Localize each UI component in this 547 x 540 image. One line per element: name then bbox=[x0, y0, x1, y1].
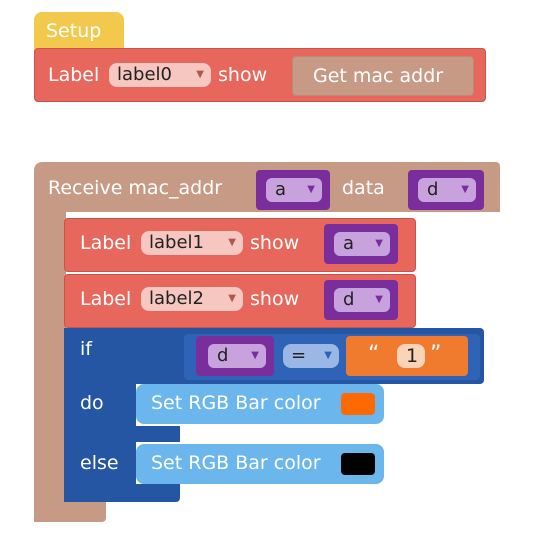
label1-value-dropdown[interactable]: a ▼ bbox=[334, 232, 390, 256]
receive-var-d-value: d bbox=[427, 179, 439, 200]
receive-var-a-dropdown[interactable]: a ▼ bbox=[266, 178, 322, 202]
label1-value-text: a bbox=[343, 233, 355, 254]
open-quote: “ bbox=[368, 342, 380, 367]
else-color-swatch[interactable] bbox=[341, 453, 375, 475]
chevron-down-icon: ▼ bbox=[251, 350, 259, 361]
if-block-else-bar bbox=[64, 426, 180, 442]
receive-var-a-block[interactable]: a ▼ bbox=[256, 170, 330, 210]
receive-var-a-value: a bbox=[275, 179, 287, 200]
data-keyword: data bbox=[342, 177, 385, 199]
if-keyword: if bbox=[80, 338, 92, 360]
label2-var-value: label2 bbox=[149, 288, 204, 309]
receive-var-d-block[interactable]: d ▼ bbox=[408, 170, 484, 210]
get-mac-addr-block[interactable] bbox=[292, 56, 474, 96]
setup-hat-label: Setup bbox=[46, 20, 102, 42]
compare-left-value: d bbox=[217, 345, 229, 366]
receive-title: Receive mac_addr bbox=[48, 177, 223, 199]
label-var-dropdown[interactable]: label0 ▼ bbox=[109, 63, 211, 87]
get-mac-addr-label: Get mac addr bbox=[313, 65, 444, 87]
else-set-rgb-label: Set RGB Bar color bbox=[151, 452, 321, 474]
chevron-down-icon: ▼ bbox=[461, 184, 469, 195]
text-literal-value: 1 bbox=[406, 345, 419, 367]
label1-show-keyword: show bbox=[250, 232, 300, 254]
chevron-down-icon: ▼ bbox=[375, 294, 383, 305]
if-block-bottom bbox=[64, 484, 180, 502]
compare-left-block[interactable]: d ▼ bbox=[196, 336, 274, 376]
label2-value-block[interactable]: d ▼ bbox=[324, 280, 398, 320]
compare-operator-value: = bbox=[291, 345, 307, 366]
do-keyword: do bbox=[80, 392, 104, 414]
label1-var-dropdown[interactable]: label1 ▼ bbox=[141, 231, 243, 255]
label2-var-dropdown[interactable]: label2 ▼ bbox=[141, 287, 243, 311]
label-keyword: Label bbox=[48, 64, 100, 86]
receive-block-bottom bbox=[34, 500, 106, 522]
label1-var-value: label1 bbox=[149, 232, 204, 253]
receive-var-d-dropdown[interactable]: d ▼ bbox=[418, 178, 476, 202]
show-keyword: show bbox=[218, 64, 268, 86]
receive-block-spine bbox=[34, 200, 66, 522]
label1-keyword: Label bbox=[80, 232, 132, 254]
label1-value-block[interactable]: a ▼ bbox=[324, 224, 398, 264]
chevron-down-icon: ▼ bbox=[228, 237, 236, 248]
label2-show-keyword: show bbox=[250, 288, 300, 310]
else-keyword: else bbox=[80, 452, 119, 474]
label2-value-dropdown[interactable]: d ▼ bbox=[334, 288, 390, 312]
compare-left-dropdown[interactable]: d ▼ bbox=[208, 344, 266, 368]
label-var-value: label0 bbox=[117, 64, 172, 85]
close-quote: ” bbox=[430, 342, 442, 367]
chevron-down-icon: ▼ bbox=[375, 238, 383, 249]
compare-operator-dropdown[interactable]: = ▼ bbox=[283, 344, 339, 368]
do-set-rgb-label: Set RGB Bar color bbox=[151, 392, 321, 414]
chevron-down-icon: ▼ bbox=[324, 350, 332, 361]
label2-keyword: Label bbox=[80, 288, 132, 310]
setup-hat-block[interactable] bbox=[34, 12, 124, 54]
do-color-swatch[interactable] bbox=[341, 393, 375, 415]
chevron-down-icon: ▼ bbox=[307, 184, 315, 195]
label2-value-text: d bbox=[343, 289, 355, 310]
chevron-down-icon: ▼ bbox=[228, 293, 236, 304]
text-literal-field[interactable] bbox=[397, 344, 425, 368]
chevron-down-icon: ▼ bbox=[196, 69, 204, 80]
